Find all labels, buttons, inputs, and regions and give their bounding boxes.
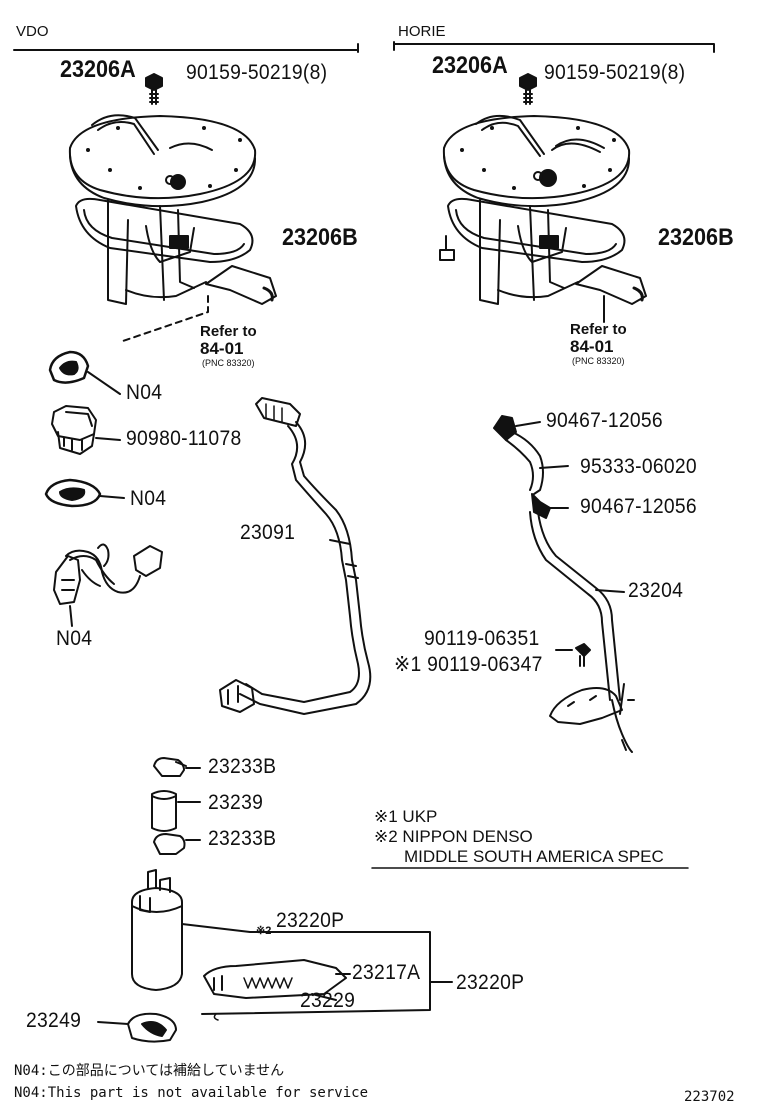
n04-leader-2	[99, 495, 125, 499]
clamp-23233B-bottom-icon	[153, 833, 186, 855]
footer-en: N04:This part is not available for servi…	[14, 1085, 369, 1101]
label-23204: 23204	[628, 579, 684, 602]
horie-section-rule	[393, 41, 715, 53]
label-bolt-left: 90159-50219(8)	[186, 61, 328, 84]
pump-bracket-line	[181, 923, 431, 1015]
vdo-sender-plate-icon	[68, 114, 257, 208]
footer-code: 223702	[684, 1089, 735, 1105]
connector-leader	[95, 437, 121, 441]
note-spec: MIDDLE SOUTH AMERICA SPEC	[404, 847, 664, 866]
label-23233B-b: 23233B	[208, 827, 277, 850]
section-horie: HORIE	[398, 23, 446, 40]
label-23206A-right: 23206A	[432, 52, 508, 79]
label-23206B-left: 23206B	[282, 224, 358, 251]
filter-23217A-icon	[203, 959, 347, 999]
label-refer-left: Refer to	[200, 323, 257, 340]
cushion-leader	[97, 1021, 129, 1025]
label-23249: 23249	[26, 1009, 82, 1032]
tube-23091-leader	[329, 539, 351, 545]
label-pnc-right: (PNC 83320)	[572, 356, 625, 366]
footer-jp: N04:この部品については補給していません	[14, 1063, 285, 1079]
label-23220P-mark: ※2	[256, 925, 272, 937]
label-23206A-left: 23206A	[60, 56, 136, 83]
fuel-tube-23204-icon	[493, 415, 635, 753]
clamp-23233B-top-icon	[153, 757, 187, 777]
label-bolt-right: 90159-50219(8)	[544, 61, 686, 84]
label-23091: 23091	[240, 521, 296, 544]
label-23239: 23239	[208, 791, 264, 814]
hose-leader	[539, 465, 569, 469]
label-23220P-a: 23220P	[276, 909, 345, 932]
label-ref84-left: 84-01	[200, 339, 244, 358]
label-23220P-b: 23220P	[456, 971, 525, 994]
note-ukp: ※1 UKP	[374, 807, 438, 826]
label-23206B-right: 23206B	[658, 224, 734, 251]
label-90119-b: ※1 90119-06347	[394, 653, 543, 676]
vdo-sender-frame-icon	[75, 197, 254, 305]
label-95333: 95333-06020	[580, 455, 697, 478]
fuel-pump-23220P-icon	[131, 869, 183, 991]
cushion-23249-icon	[127, 1012, 177, 1043]
label-n04-2: N04	[130, 487, 167, 510]
vdo-refer-leader	[119, 295, 209, 343]
label-23233B-a: 23233B	[208, 755, 277, 778]
vdo-bolt-icon	[145, 73, 163, 105]
tube-23204-leader	[595, 589, 625, 593]
clip-a-leader	[515, 421, 541, 427]
label-90467-a: 90467-12056	[546, 409, 663, 432]
label-pnc-left: (PNC 83320)	[202, 358, 255, 368]
n04-leader-3	[69, 605, 73, 627]
n04-gasket-2-icon	[44, 478, 102, 508]
label-90119-a: 90119-06351	[424, 627, 540, 650]
connector-90980-icon	[51, 405, 97, 455]
label-refer-right: Refer to	[570, 321, 627, 338]
label-n04-1: N04	[126, 381, 163, 404]
n04-harness-icon	[53, 543, 163, 605]
note-nippon-denso: ※2 NIPPON DENSO	[374, 827, 533, 846]
vdo-section-rule	[13, 43, 359, 53]
vdo-float-arm-icon	[205, 265, 277, 305]
label-90467-b: 90467-12056	[580, 495, 697, 518]
label-n04-3: N04	[56, 627, 93, 650]
hose-23239-icon	[151, 790, 177, 832]
horie-sender-frame-icon	[439, 197, 626, 305]
section-vdo: VDO	[16, 23, 49, 40]
filter-23229-leader	[311, 993, 337, 1001]
n04-leader-1	[87, 371, 121, 395]
label-23217A: 23217A	[352, 961, 421, 984]
horie-sender-plate-icon	[442, 114, 631, 208]
horie-float-arm-icon	[575, 265, 647, 305]
label-23229: 23229	[300, 989, 356, 1012]
horie-bolt-icon	[519, 73, 537, 105]
fuel-tube-23091-icon	[219, 397, 372, 715]
label-ref84-right: 84-01	[570, 337, 614, 356]
n04-gasket-icon	[48, 350, 90, 384]
label-90980: 90980-11078	[126, 427, 242, 450]
